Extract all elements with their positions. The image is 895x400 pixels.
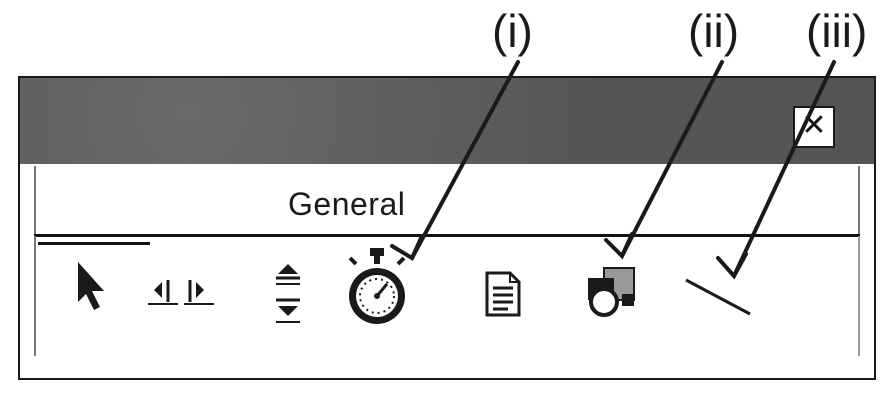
active-tab-underline: [38, 242, 150, 245]
document-icon: [485, 271, 521, 317]
callout-label-iii: (iii): [806, 5, 868, 57]
tab-divider: [34, 234, 860, 237]
stopwatch-tool[interactable]: [346, 246, 408, 330]
step-up-down-tool[interactable]: [272, 256, 304, 326]
tab-general[interactable]: General: [34, 166, 860, 236]
pointer-tool[interactable]: [72, 258, 112, 314]
tab-general-label: General: [288, 186, 406, 222]
panel-right-border: [858, 236, 860, 356]
document-tool[interactable]: [484, 270, 522, 318]
stamp-tool[interactable]: [584, 264, 640, 318]
close-button[interactable]: ✕: [793, 106, 835, 148]
toolbox-window: ✕ General: [18, 76, 876, 380]
step-left-right-icon: [148, 280, 214, 305]
callout-label-ii: (ii): [688, 5, 740, 57]
step-up-down-icon: [276, 264, 300, 323]
title-bar[interactable]: ✕: [20, 78, 874, 164]
pointer-arrow-icon: [78, 262, 104, 310]
line-icon: [685, 278, 751, 316]
step-left-right-tool[interactable]: [146, 274, 216, 308]
callout-label-i: (i): [492, 5, 533, 57]
close-icon: ✕: [801, 108, 827, 143]
line-tool[interactable]: [684, 270, 754, 320]
panel-left-border: [34, 236, 36, 356]
stamp-icon: [588, 267, 635, 317]
stopwatch-icon: [348, 248, 406, 324]
